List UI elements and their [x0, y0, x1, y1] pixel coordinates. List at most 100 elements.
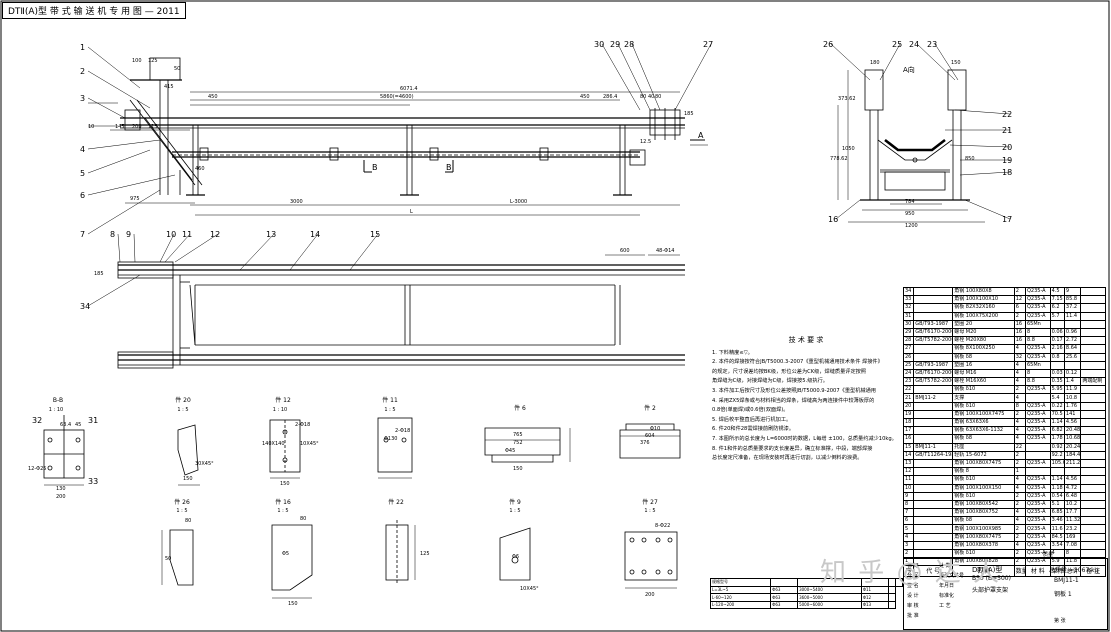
bom-cell: 20.24: [1063, 442, 1082, 452]
bom-cell: 65Mn: [1024, 319, 1051, 329]
bom-cell: [1080, 467, 1106, 477]
bom-cell: [913, 286, 954, 297]
detail-dim-label: 752: [513, 440, 523, 446]
main-dim-label: 125: [148, 58, 158, 64]
main-dim-label: 5860(=4600): [380, 94, 414, 100]
tech-heading: 技 术 要 求: [788, 336, 824, 344]
detail-dim-label: 63.4: [60, 422, 71, 428]
bom-cell: 1.18: [1049, 483, 1065, 493]
bom-cell: 8: [1063, 548, 1082, 559]
bom-cell: 9: [902, 491, 915, 501]
detail-dim-label: 50: [165, 556, 171, 562]
bom-cell: [1049, 360, 1065, 370]
main-elevation-view: [88, 57, 708, 216]
bom-cell: 4.56: [1063, 417, 1082, 428]
balloon-3: 3: [80, 94, 126, 119]
plan-dim-label: 600: [620, 248, 630, 254]
bom-cell: 钢板 82X32X160: [952, 303, 1015, 313]
detail-dim-label: 150: [513, 466, 523, 472]
detail-scale: 1 : 5: [509, 508, 520, 514]
bom-cell: 4: [1013, 540, 1026, 551]
bom-cell: Q235-A: [1024, 532, 1051, 542]
balloon-number: 19: [1002, 156, 1012, 165]
bom-cell: 6.48: [1063, 491, 1082, 501]
bom-cell: 角钢 100X80X8: [952, 286, 1015, 297]
bom-cell: [1080, 540, 1106, 551]
bom-cell: GB/T5782-2000: [913, 336, 954, 346]
bom-cell: 14: [902, 450, 915, 460]
bom-cell: 11.9: [1063, 385, 1082, 395]
balloon-number: 3: [80, 94, 85, 103]
balloon-number: 2: [80, 67, 85, 76]
bom-cell: 184.4: [1063, 450, 1082, 460]
bom-cell: 19: [902, 409, 915, 420]
bom-cell: 1.14: [1049, 417, 1065, 428]
bom-cell: [1024, 450, 1051, 460]
bom-cell: 29: [902, 327, 915, 338]
bom-cell: [913, 303, 954, 313]
bom-header-cell: 材 料: [1024, 565, 1051, 578]
bom-cell: 2: [1013, 524, 1026, 534]
bom-cell: [1024, 393, 1051, 403]
bom-cell: Q235-A: [1024, 483, 1051, 493]
bom-cell: 5.1: [1049, 499, 1065, 510]
bom-cell: 轻轨 15-6072: [952, 450, 1015, 460]
balloon-number: 23: [927, 40, 937, 49]
plan-dim-label: 48-Φ14: [656, 248, 674, 254]
bom-cell: [913, 483, 954, 493]
balloon-22: 22: [954, 109, 1012, 119]
tech-line: 3. 本件加工后按尺寸及形位公差按照JB/T5000.9-2007《重型机械通用: [712, 387, 876, 394]
rev-cell: Φ63: [770, 593, 799, 602]
section-mark: A: [698, 131, 704, 140]
bom-cell: [913, 540, 954, 551]
bom-cell: [913, 295, 954, 305]
main-dim-label: 100: [132, 58, 142, 64]
bom-cell: 33: [902, 295, 915, 305]
rev-cell: [894, 578, 904, 587]
bom-cell: Q235-A: [1024, 524, 1051, 534]
bom-cell: 角钢 100X100X150: [952, 483, 1015, 493]
bom-header-cell: 单件: [1049, 565, 1065, 578]
tech-line: 2. 本件的焊接按符合JB/T5000.3-2007《重型机械通用技术条件 焊接…: [712, 359, 883, 366]
balloon-14: 14: [289, 230, 320, 271]
watermark: 知 乎 @ 达 人: [820, 558, 1002, 588]
detail-dim-label: 30X45°: [195, 461, 214, 467]
rev-cell: Φ63: [770, 585, 799, 594]
bom-cell: 0.22: [1049, 401, 1065, 411]
bom-cell: [1080, 327, 1106, 338]
bom-cell: [1024, 467, 1051, 477]
bom-cell: 5.7: [1049, 311, 1065, 321]
balloon-7: 7: [80, 189, 161, 239]
balloon-number: 6: [80, 191, 85, 200]
bom-cell: 26: [902, 352, 915, 362]
main-dim-label: 450: [580, 94, 590, 100]
bom-cell: [913, 426, 954, 436]
bom-cell: [1080, 483, 1106, 493]
bom-cell: 1.4: [1063, 377, 1082, 387]
side-dim-label: 373.62: [838, 96, 856, 102]
bom-cell: 141: [1063, 409, 1082, 420]
balloon-number: 11: [182, 230, 192, 239]
bom-cell: 16: [1013, 336, 1026, 346]
bom-cell: [1080, 409, 1106, 420]
tech-line: 0.8倍(单面焊)或0.6倍(双面焊)。: [712, 407, 789, 414]
bom-cell: [1080, 360, 1106, 370]
tb-label: 审 核: [907, 603, 919, 609]
balloon-27: 27: [674, 40, 713, 111]
tb-sub-name: 头部护罩支架: [972, 587, 1009, 594]
bom-cell: [913, 508, 954, 518]
rev-cell: Φ13: [860, 600, 889, 609]
balloon-23: 23: [927, 40, 959, 81]
bom-cell: 27: [902, 344, 915, 354]
detail-dim-label: 12-Φ25: [28, 466, 46, 472]
detail-part-16: [271, 524, 313, 599]
bom-cell: [1080, 417, 1106, 428]
